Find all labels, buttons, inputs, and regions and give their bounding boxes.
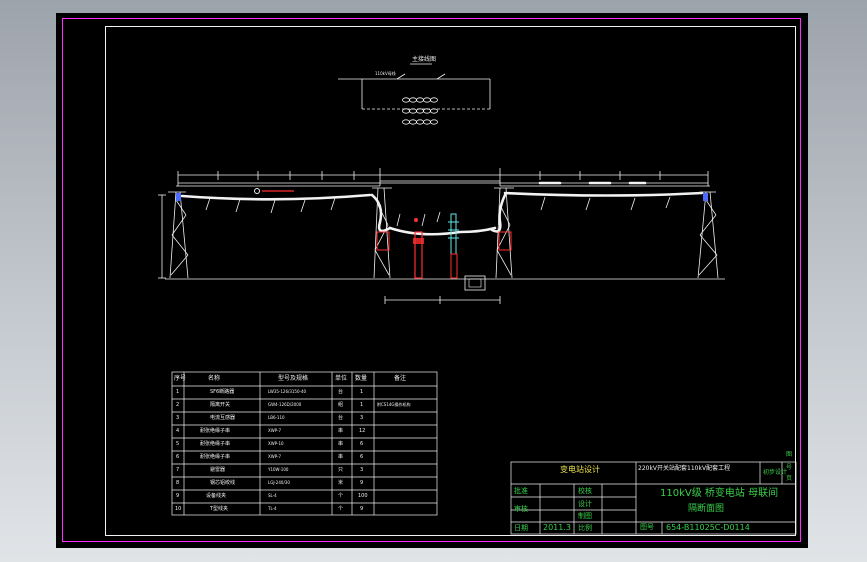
table-row-2-spec: GW4-126D/2000 xyxy=(268,402,302,407)
table-row-8-spec: LGJ-240/30 xyxy=(268,480,290,485)
table-row-10-unit: 个 xyxy=(338,506,344,512)
table-row-5-qty: 6 xyxy=(360,441,364,447)
schematic-title: 主接线图 xyxy=(412,56,437,63)
table-row-4-unit: 串 xyxy=(338,428,344,434)
overhead-conductors xyxy=(180,181,704,236)
table-row-2-unit: 组 xyxy=(338,402,344,408)
table-row-7-spec: Y10W-100 xyxy=(268,467,289,472)
table-row-10-name: T型线夹 xyxy=(210,506,229,512)
table-header-name: 名称 xyxy=(208,375,221,382)
table-row-1-name: SF6断路器 xyxy=(210,389,235,395)
right-gantry xyxy=(697,191,719,279)
outer-border-frame xyxy=(62,18,801,542)
col-label-check: 校核 xyxy=(578,487,592,495)
table-row-7-no: 7 xyxy=(176,467,180,473)
table-row-10-spec: TL-4 xyxy=(268,506,277,511)
table-row-1-no: 1 xyxy=(176,389,180,395)
table-row-1-spec: LW35-126/3150-40 xyxy=(268,389,307,394)
title-block-grid xyxy=(510,461,797,535)
table-header-qty: 数量 xyxy=(355,375,368,382)
table-row-4-name: 耐张绝缘子串 xyxy=(200,428,231,434)
table-row-3-no: 3 xyxy=(176,415,180,421)
date-value: 2011.3 xyxy=(543,523,571,532)
drawing-no-label: 图号 xyxy=(640,523,654,531)
table-row-7-name: 避雷器 xyxy=(210,467,226,473)
insulator-strings xyxy=(205,196,671,227)
table-row-10-qty: 9 xyxy=(360,506,364,512)
table-row-5-unit: 串 xyxy=(338,441,344,447)
table-row-4-spec: XWP-7 xyxy=(268,428,282,433)
main-wiring-schematic xyxy=(338,63,491,125)
table-row-5-name: 耐张绝缘子串 xyxy=(200,441,231,447)
table-row-5-no: 5 xyxy=(176,441,180,447)
table-row-1-qty: 1 xyxy=(360,389,364,395)
table-row-3-spec: LB6-110 xyxy=(268,415,285,420)
table-row-2-note: 附CS14G操作机构 xyxy=(377,402,411,407)
table-row-6-unit: 串 xyxy=(338,454,344,460)
table-row-4-qty: 12 xyxy=(359,428,366,434)
table-row-8-qty: 9 xyxy=(360,480,364,486)
table-row-2-name: 隔离开关 xyxy=(210,402,231,408)
table-row-2-qty: 1 xyxy=(360,402,364,408)
row-label-approve: 批准 xyxy=(514,487,528,495)
inner-border-frame xyxy=(105,26,796,536)
col-label-drafting: 制图 xyxy=(578,512,592,520)
drawing-number: 654-B11025C-D0114 xyxy=(666,523,750,532)
materials-table-grid xyxy=(171,371,438,516)
table-row-6-name: 耐张绝缘子串 xyxy=(200,454,231,460)
bus-note: 110kV母线 xyxy=(375,71,396,76)
right-col-3: 页 xyxy=(786,475,793,482)
design-unit: 变电站设计 xyxy=(560,465,600,474)
right-col-2: 号 xyxy=(786,464,793,471)
right-col-1: 图 xyxy=(786,451,793,458)
col-label-scale: 比例 xyxy=(578,524,592,532)
row-label-date: 日期 xyxy=(514,524,528,532)
table-row-5-spec: XWP-10 xyxy=(268,441,284,446)
left-gantry xyxy=(168,191,189,279)
table-row-9-no: 9 xyxy=(176,493,180,499)
table-row-3-unit: 台 xyxy=(338,415,344,421)
project-name: 220kV开关站配套110kV配套工程 xyxy=(638,465,731,472)
table-row-9-name: 设备线夹 xyxy=(206,493,227,499)
stage-label: 初步设计 xyxy=(763,469,788,476)
table-row-1-unit: 台 xyxy=(338,389,344,395)
table-row-7-unit: 只 xyxy=(338,467,344,473)
table-row-6-qty: 6 xyxy=(360,454,364,460)
table-row-9-qty: 100 xyxy=(358,493,368,499)
table-row-6-spec: XWP-7 xyxy=(268,454,282,459)
table-header-spec: 型号及规格 xyxy=(278,375,309,382)
col-label-design: 设计 xyxy=(578,500,592,508)
table-row-6-no: 6 xyxy=(176,454,180,460)
table-header-no: 序号 xyxy=(174,375,187,382)
table-row-9-unit: 个 xyxy=(338,493,344,499)
bay-equipment xyxy=(176,188,708,291)
row-label-review: 审核 xyxy=(514,505,528,513)
middle-right-gantry xyxy=(494,187,514,279)
table-row-3-name: 电流互感器 xyxy=(210,415,236,421)
table-row-7-qty: 3 xyxy=(360,467,364,473)
table-row-8-name: 钢芯铝绞线 xyxy=(210,480,236,486)
table-row-3-qty: 3 xyxy=(360,415,364,421)
table-row-4-no: 4 xyxy=(176,428,180,434)
table-row-9-spec: SL-4 xyxy=(268,493,277,498)
table-row-2-no: 2 xyxy=(176,402,180,408)
drawing-title-line2: 隔断面图 xyxy=(688,504,725,514)
drawing-title-line1: 110kV级 桥变电站 母联间 xyxy=(660,488,779,499)
table-header-unit: 单位 xyxy=(335,375,348,382)
table-row-10-no: 10 xyxy=(175,506,182,512)
dimension-chain xyxy=(158,168,709,304)
table-row-8-no: 8 xyxy=(176,480,180,486)
table-header-note: 备注 xyxy=(394,375,407,382)
table-row-8-unit: 米 xyxy=(338,480,344,486)
